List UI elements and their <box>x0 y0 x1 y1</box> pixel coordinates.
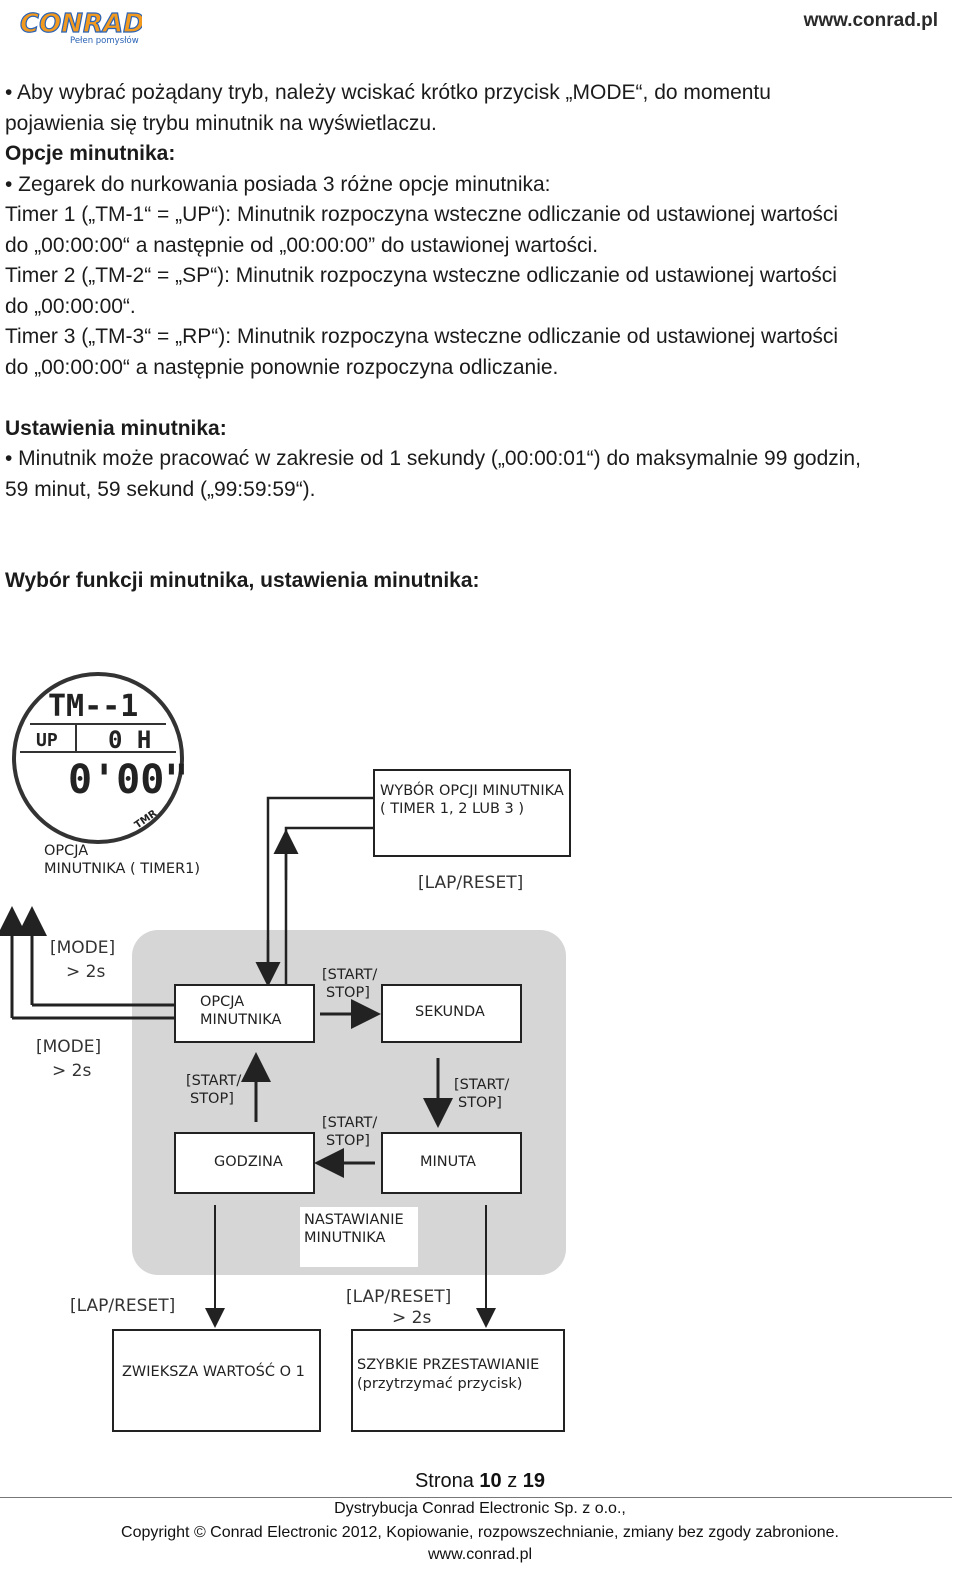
heading-timer-options: Opcje minutnika: <box>5 142 176 165</box>
timer2-line-1: Timer 2 („TM-2“ = „SP“): Minutnik rozpoc… <box>5 264 837 287</box>
state-minute-label: MINUTA <box>420 1154 476 1170</box>
option-caption-2: MINUTNIKA ( TIMER1) <box>44 861 200 877</box>
watch-display: TM--1 UP 0 H 0'00" TMR <box>12 672 188 844</box>
state-option-line-2: MINUTNIKA <box>200 1012 281 1028</box>
flow-arrow-to-select <box>266 796 374 985</box>
watch-mode: UP <box>36 730 58 751</box>
mode-instruction-line-1: • Aby wybrać pożądany tryb, należy wcisk… <box>5 81 771 104</box>
timer3-line-2: do „00:00:00“ a następnie ponownie rozpo… <box>5 355 559 379</box>
watch-minutes: 0'00" <box>68 757 188 803</box>
state-second-label: SEKUNDA <box>415 1004 485 1020</box>
mode-label-1: [MODE] <box>50 938 115 958</box>
footer-divider <box>0 1497 952 1498</box>
lap-reset-left: [LAP/RESET] <box>70 1296 175 1316</box>
page-current: 10 <box>479 1470 502 1492</box>
state-hour-label: GODZINA <box>214 1154 283 1170</box>
select-box-line-1: WYBÓR OPCJI MINUTNIKA <box>380 781 564 799</box>
timer2-line-2: do „00:00:00“. <box>5 294 136 318</box>
start-stop-1-b: STOP] <box>326 985 370 1001</box>
timer1-line-1: Timer 1 („TM-1“ = „UP“): Minutnik rozpoc… <box>5 203 839 226</box>
lap-reset-top: [LAP/RESET] <box>418 873 523 893</box>
footer-distribution: Dystrybucja Conrad Electronic Sp. z o.o.… <box>334 1500 626 1517</box>
conrad-logo: CONRAD Pełen pomysłów <box>19 8 142 46</box>
mode-label-2-duration: > 2s <box>52 1061 91 1081</box>
increase-value-box <box>112 1329 321 1432</box>
lap-reset-right-duration: > 2s <box>392 1308 431 1328</box>
logo-wordmark: CONRAD <box>20 9 142 39</box>
mode-label-2: [MODE] <box>36 1037 101 1057</box>
state-option-line-1: OPCJA <box>200 994 244 1010</box>
page-prefix: Strona <box>414 1470 480 1492</box>
fast-setting-line-2: (przytrzymać przycisk) <box>357 1376 522 1392</box>
range-line-2: 59 minut, 59 sekund („99:59:59“). <box>5 477 316 501</box>
footer-copyright: Copyright © Conrad Electronic 2012, Kopi… <box>121 1524 839 1541</box>
page-mid: z <box>501 1470 523 1492</box>
setting-label-1: NASTAWIANIE <box>304 1212 404 1228</box>
select-box-line-2: ( TIMER 1, 2 LUB 3 ) <box>380 801 524 817</box>
timer-flow-diagram: TM--1 UP 0 H 0'00" TMR OPCJA MINUTNIKA (… <box>0 672 571 1432</box>
start-stop-1-a: [START/ <box>322 967 377 983</box>
footer-url[interactable]: www.conrad.pl <box>427 1546 533 1563</box>
start-stop-2-a: [START/ <box>454 1077 509 1093</box>
state-hour-box <box>174 1132 315 1194</box>
select-option-box <box>373 769 571 857</box>
start-stop-2-b: STOP] <box>458 1095 502 1111</box>
heading-timer-settings: Ustawienia minutnika: <box>5 416 227 440</box>
options-intro: • Zegarek do nurkowania posiada 3 różne … <box>5 172 551 196</box>
watch-line1: TM--1 <box>48 689 138 724</box>
lap-reset-right: [LAP/RESET] <box>346 1287 451 1307</box>
timer3-line-1: Timer 3 („TM-3“ = „RP“): Minutnik rozpoc… <box>5 325 839 348</box>
flow-arrow-from-select <box>284 826 374 985</box>
setting-label-2: MINUTNIKA <box>304 1230 385 1246</box>
page-total: 19 <box>522 1470 546 1492</box>
mode-instruction-line-2: pojawienia się trybu minutnik na wyświet… <box>5 111 437 135</box>
state-second-box <box>381 984 522 1043</box>
start-stop-4-a: [START/ <box>186 1073 241 1089</box>
start-stop-4-b: STOP] <box>190 1091 234 1107</box>
start-stop-3-a: [START/ <box>322 1115 377 1131</box>
range-line-1: • Minutnik może pracować w zakresie od 1… <box>5 447 861 470</box>
logo-tagline: Pełen pomysłów <box>70 35 139 46</box>
heading-diagram: Wybór funkcji minutnika, ustawienia minu… <box>5 569 480 592</box>
site-url[interactable]: www.conrad.pl <box>803 10 938 31</box>
state-minute-box <box>381 1132 522 1194</box>
start-stop-3-b: STOP] <box>326 1133 370 1149</box>
watch-hours: 0 H <box>108 726 151 754</box>
fast-setting-box <box>351 1329 565 1432</box>
fast-setting-line-1: SZYBKIE PRZESTAWIANIE <box>357 1357 539 1373</box>
state-option-box <box>174 984 315 1043</box>
page-number: Strona 10 z 19 <box>0 1470 960 1493</box>
timer1-line-2: do „00:00:00“ a następnie od „00:00:00” … <box>5 233 599 257</box>
mode-label-1-duration: > 2s <box>66 962 105 982</box>
setting-label-bg <box>300 1207 418 1267</box>
option-caption-1: OPCJA <box>44 843 88 859</box>
increase-value-label: ZWIEKSZA WARTOŚĆ O 1 <box>122 1362 305 1380</box>
